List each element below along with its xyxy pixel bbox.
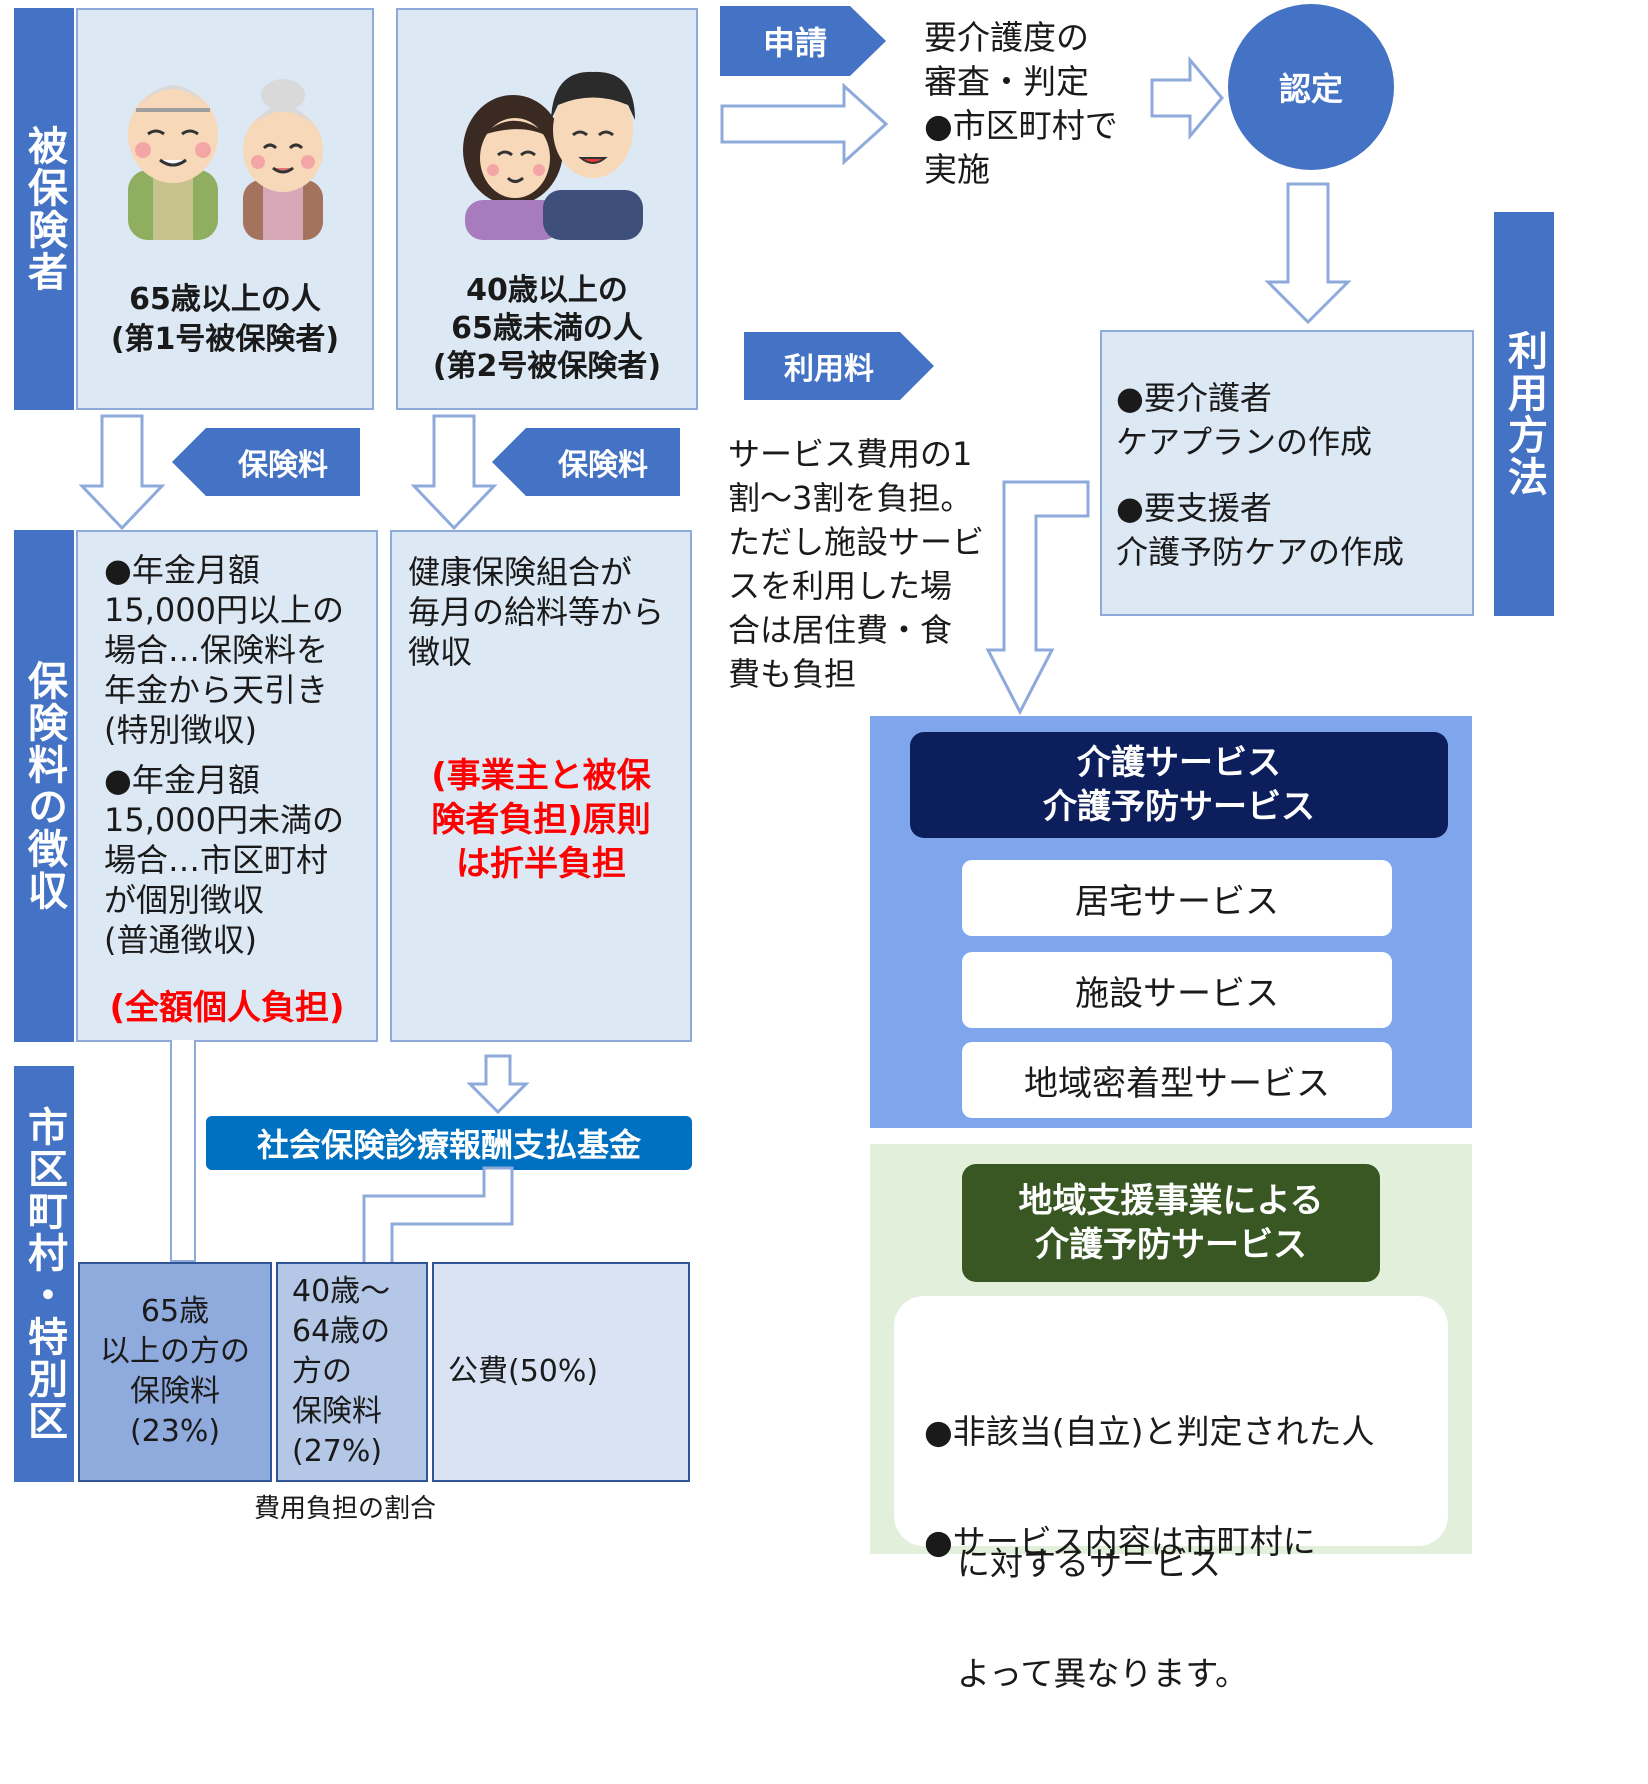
cost-share-public: 公費(50%) xyxy=(432,1262,690,1482)
first-insured-label: 65歳以上の人 (第1号被保険者) xyxy=(110,282,340,357)
community-item1: ●非該当(自立)と判定された人 に対するサービス xyxy=(924,1412,1375,1583)
connector-line xyxy=(170,1040,196,1262)
community-item2: ●サービス内容は市町村に よって異なります。 xyxy=(924,1522,1316,1693)
review-text: 要介護度の 審査・判定 ●市区町村で 実施 xyxy=(924,18,1118,189)
down-arrow-icon xyxy=(1264,182,1352,325)
first-collection-item1: ●年金月額 15,000円以上の 場合…保険料を 年金から天引き (特別徴収) xyxy=(104,551,344,749)
premium-tag-1: 保険料 xyxy=(238,448,328,483)
right-arrow-icon xyxy=(1150,55,1224,141)
first-collection-item2: ●年金月額 15,000円未満の 場合…市区町村 が個別徴収 (普通徴収) xyxy=(104,761,344,959)
insured-label: 被保険者 xyxy=(14,8,74,410)
first-collection-box: ●年金月額 15,000円以上の 場合…保険料を 年金から天引き (特別徴収) … xyxy=(76,530,378,1042)
usage-fee-tag-arrow-icon xyxy=(744,332,934,400)
home-service-item: 居宅サービス xyxy=(962,860,1392,936)
split-burden-note: (事業主と被保 険者負担)原則 は折半負担 xyxy=(431,756,651,884)
usage-label: 利用方法 xyxy=(1494,212,1554,616)
adult-couple-illustration xyxy=(463,71,643,240)
second-insured-label: 40歳以上の 65歳未満の人 (第2号被保険者) xyxy=(432,273,662,384)
services-panel: 介護サービス 介護予防サービス 居宅サービス 施設サービス 地域密着型サービス xyxy=(870,716,1472,1128)
municipality-label: 市区町村・特別区 xyxy=(14,1066,74,1482)
usage-fee-tag: 利用料 xyxy=(784,352,874,387)
careplan-item2: ●要支援者 介護予防ケアの作成 xyxy=(1116,489,1405,571)
right-arrow-icon xyxy=(720,82,889,166)
careplan-item1: ●要介護者 ケアプランの作成 xyxy=(1116,379,1373,461)
careplan-box: ●要介護者 ケアプランの作成 ●要支援者 介護予防ケアの作成 xyxy=(1100,330,1474,616)
connector-line xyxy=(362,1166,514,1266)
down-arrow-icon xyxy=(410,414,498,531)
facility-service-item: 施設サービス xyxy=(962,952,1392,1028)
community-header: 地域支援事業による 介護予防サービス xyxy=(962,1164,1380,1282)
apply-tag: 申請 xyxy=(762,24,827,62)
apply-tag-arrow-icon xyxy=(720,6,886,76)
premium-tag-arrow-icon xyxy=(172,428,360,496)
cost-share-caption: 費用負担の割合 xyxy=(253,1494,436,1524)
services-header: 介護サービス 介護予防サービス xyxy=(910,732,1448,838)
elderly-couple-illustration xyxy=(128,79,323,240)
full-personal-burden-note: (全額個人負担) xyxy=(109,988,345,1028)
first-insured-box: 65歳以上の人 (第1号被保険者) xyxy=(76,8,374,410)
premium-tag-2: 保険料 xyxy=(558,448,648,483)
down-arrow-icon xyxy=(466,1054,530,1115)
second-collection-box: 健康保険組合が 毎月の給料等から 徴収 (事業主と被保 険者負担)原則 は折半負… xyxy=(390,530,692,1042)
community-based-service-item: 地域密着型サービス xyxy=(962,1042,1392,1118)
community-panel: 地域支援事業による 介護予防サービス ●非該当(自立)と判定された人 に対するサ… xyxy=(870,1144,1472,1693)
cost-share-first: 65歳 以上の方の 保険料 (23%) xyxy=(78,1262,272,1482)
fund-bar: 社会保険診療報酬支払基金 xyxy=(206,1116,692,1170)
community-content-box: ●非該当(自立)と判定された人 に対するサービス ●サービス内容は市町村に よっ… xyxy=(894,1296,1448,1693)
second-insured-box: 40歳以上の 65歳未満の人 (第2号被保険者) xyxy=(396,8,698,410)
cost-share-second: 40歳〜 64歳の 方の 保険料 (27%) xyxy=(276,1262,428,1482)
down-arrow-icon xyxy=(78,414,166,531)
second-collection-text: 健康保険組合が 毎月の給料等から 徴収 xyxy=(408,553,665,671)
collection-label: 保険料の徴収 xyxy=(14,530,74,1042)
premium-tag-arrow-icon xyxy=(492,428,680,496)
certification-circle: 認定 xyxy=(1228,4,1394,170)
usage-fee-text: サービス費用の1 割〜3割を負担。 ただし施設サービ スを利用した場 合は居住費… xyxy=(728,435,985,693)
bent-down-arrow-icon xyxy=(985,480,1090,716)
